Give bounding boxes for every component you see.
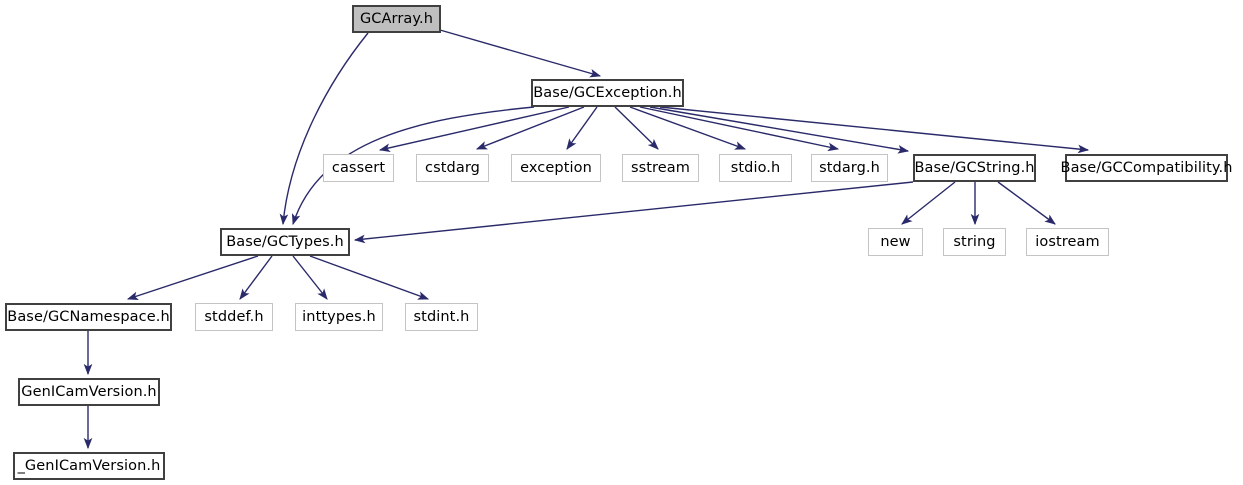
graph-node-iostream[interactable]: iostream [1026, 228, 1109, 256]
graph-node-label: _GenICamVersion.h [17, 457, 161, 474]
graph-node-stdarg[interactable]: stdarg.h [811, 154, 888, 182]
graph-node-label: stdint.h [413, 308, 470, 325]
graph-node-label: sstream [630, 159, 691, 176]
graph-node-label: Base/GCString.h [914, 159, 1035, 176]
graph-node-ugenicamversion[interactable]: _GenICamVersion.h [13, 452, 165, 480]
graph-node-label: Base/GCNamespace.h [7, 308, 170, 325]
graph-node-sstream[interactable]: sstream [622, 154, 699, 182]
edge-gcexception-to-exception [566, 106, 598, 150]
edge-gcexception-to-sstream [614, 106, 659, 150]
graph-node-inttypes[interactable]: inttypes.h [295, 303, 383, 331]
edge-gcexception-to-stdarg [639, 106, 840, 152]
graph-node-label: stdio.h [730, 159, 781, 176]
graph-node-gcnamespace[interactable]: Base/GCNamespace.h [5, 303, 172, 331]
edge-gcexception-to-cstdarg [475, 106, 585, 150]
graph-node-label: Base/GCCompatibility.h [1060, 159, 1233, 176]
graph-node-stddef[interactable]: stddef.h [195, 303, 273, 331]
graph-node-label: iostream [1035, 233, 1100, 250]
edge-gcarray-to-gctypes [279, 32, 369, 226]
graph-node-new[interactable]: new [868, 228, 923, 256]
graph-node-exception[interactable]: exception [511, 154, 601, 182]
graph-node-gcexception[interactable]: Base/GCException.h [531, 79, 684, 107]
graph-node-label: cstdarg [425, 159, 480, 176]
graph-node-gcarray[interactable]: GCArray.h [352, 5, 441, 33]
edge-gcstring-to-gctypes [353, 181, 914, 244]
graph-node-label: stdarg.h [819, 159, 880, 176]
graph-node-label: GenICamVersion.h [21, 383, 157, 400]
graph-node-cassert[interactable]: cassert [323, 154, 394, 182]
edge-gctypes-to-stddef [239, 255, 273, 300]
graph-node-cstdarg[interactable]: cstdarg [416, 154, 489, 182]
edge-gcstring-to-new [901, 181, 956, 225]
edge-gctypes-to-stdint [309, 255, 430, 300]
edge-gcarray-to-gcexception [439, 29, 602, 78]
graph-node-label: string [953, 233, 996, 250]
graph-node-label: GCArray.h [359, 10, 434, 27]
graph-node-stdint[interactable]: stdint.h [405, 303, 478, 331]
edge-gcexception-to-gcstring [649, 106, 910, 154]
graph-node-label: new [880, 233, 911, 250]
edge-gcexception-to-gctypes [291, 106, 535, 226]
graph-node-label: exception [520, 159, 592, 176]
graph-node-label: Base/GCTypes.h [226, 233, 344, 250]
graph-node-label: cassert [331, 159, 386, 176]
edge-gcexception-to-gccompat [659, 106, 1090, 154]
graph-node-genicamversion[interactable]: GenICamVersion.h [18, 378, 160, 406]
graph-node-gccompat[interactable]: Base/GCCompatibility.h [1061, 154, 1232, 182]
edge-gcexception-to-stdio [629, 106, 747, 150]
edge-gcexception-to-cassert [378, 106, 570, 152]
graph-node-string[interactable]: string [943, 228, 1006, 256]
edge-gctypes-to-inttypes [292, 255, 328, 300]
edge-gcstring-to-iostream [997, 181, 1056, 225]
edge-group [83, 29, 1090, 450]
graph-node-gctypes[interactable]: Base/GCTypes.h [220, 228, 350, 256]
graph-node-gcstring[interactable]: Base/GCString.h [913, 154, 1036, 182]
graph-node-label: Base/GCException.h [533, 84, 682, 101]
graph-node-label: stddef.h [204, 308, 264, 325]
edge-gctypes-to-gcnamespace [126, 255, 259, 300]
graph-node-stdio[interactable]: stdio.h [719, 154, 792, 182]
graph-node-label: inttypes.h [302, 308, 376, 325]
